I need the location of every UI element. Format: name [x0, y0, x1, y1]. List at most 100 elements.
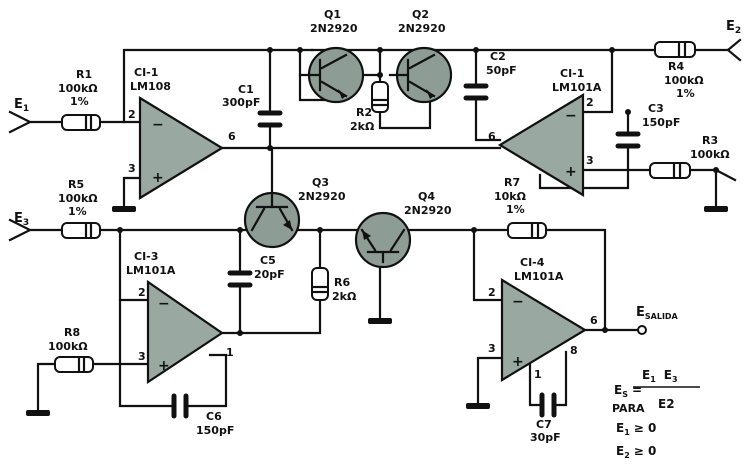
q1-transistor: [298, 46, 365, 104]
svg-text:3: 3: [586, 154, 594, 167]
r7-feedback-wire: [544, 228, 607, 332]
svg-text:20pF: 20pF: [254, 268, 285, 281]
svg-text:E1: E1: [14, 97, 29, 114]
svg-text:100kΩ: 100kΩ: [58, 192, 98, 205]
svg-text:C7: C7: [536, 418, 552, 431]
svg-text:1%: 1%: [68, 205, 87, 218]
svg-text:Q3: Q3: [312, 176, 329, 189]
svg-text:1%: 1%: [506, 203, 525, 216]
svg-text:CI-3: CI-3: [134, 250, 158, 263]
svg-text:3: 3: [488, 342, 496, 355]
svg-text:+: +: [565, 164, 577, 180]
ic4-opamp: − +: [500, 278, 588, 382]
svg-text:300pF: 300pF: [222, 96, 260, 109]
q2-transistor: [388, 46, 453, 104]
svg-text:C6: C6: [206, 410, 222, 423]
output-terminal: [637, 325, 647, 335]
c7-capacitor: [539, 392, 557, 418]
svg-text:100kΩ: 100kΩ: [664, 74, 704, 87]
svg-text:2: 2: [586, 96, 594, 109]
svg-text:C1: C1: [238, 83, 254, 96]
svg-text:E1≥ 0: E1≥ 0: [616, 421, 656, 437]
q3-transistor: [243, 191, 301, 249]
svg-text:R1: R1: [76, 68, 92, 81]
svg-text:E3: E3: [14, 211, 29, 228]
svg-text:100kΩ: 100kΩ: [690, 148, 730, 161]
c2-capacitor: [463, 83, 489, 101]
r5-resistor: [61, 222, 101, 239]
svg-text:+: +: [158, 358, 170, 374]
svg-text:−: −: [158, 296, 170, 312]
r2-resistor: [371, 81, 389, 113]
svg-text:+: +: [512, 354, 524, 370]
svg-text:R3: R3: [702, 134, 718, 147]
ic1b-opamp: − +: [497, 93, 585, 197]
svg-text:Q2: Q2: [412, 8, 429, 21]
e2-wire: [693, 38, 742, 52]
svg-text:1%: 1%: [676, 87, 695, 100]
svg-text:2N2920: 2N2920: [404, 204, 452, 217]
r3-ground-wire: [688, 168, 737, 182]
c7-left-wire: [528, 358, 542, 407]
r4-resistor: [654, 41, 696, 58]
svg-text:3: 3: [138, 350, 146, 363]
svg-text:CI-1: CI-1: [560, 67, 584, 80]
ic4-pin2-wire: [472, 228, 504, 302]
svg-text:C3: C3: [648, 102, 664, 115]
svg-text:R2: R2: [356, 106, 372, 119]
svg-text:Q4: Q4: [418, 190, 435, 203]
svg-text:30pF: 30pF: [530, 431, 561, 444]
svg-text:CI-4: CI-4: [520, 256, 545, 269]
r7-resistor: [507, 222, 547, 239]
ic1a-pin3-ground-wire: [122, 176, 142, 210]
svg-text:2: 2: [138, 286, 146, 299]
c2-bottom-wire: [474, 97, 502, 142]
svg-text:−: −: [565, 108, 577, 124]
svg-text:Q1: Q1: [324, 8, 341, 21]
svg-text:LM108: LM108: [130, 80, 171, 93]
r8-ground-wire: [36, 362, 57, 414]
svg-text:2N2920: 2N2920: [398, 22, 446, 35]
ground-symbols: [26, 206, 728, 416]
svg-text:LM101A: LM101A: [552, 81, 602, 94]
q4-transistor: [354, 211, 412, 269]
svg-text:6: 6: [590, 314, 598, 327]
svg-text:8: 8: [570, 344, 578, 357]
svg-text:100kΩ: 100kΩ: [58, 82, 98, 95]
svg-text:2: 2: [128, 108, 136, 121]
svg-text:R4: R4: [668, 60, 684, 73]
c1-capacitor: [257, 110, 283, 128]
e1-terminal-arrow: [8, 110, 33, 134]
junctions: [117, 47, 719, 336]
e2-arrow: [726, 48, 742, 62]
labels: E1 E2 E3 ESALIDA R1 100kΩ 1% CI-1 LM108 …: [14, 8, 741, 460]
svg-text:ES=: ES=: [614, 383, 642, 399]
svg-text:100kΩ: 100kΩ: [48, 340, 88, 353]
ic1a-opamp: − +: [138, 96, 225, 200]
svg-text:10kΩ: 10kΩ: [494, 190, 527, 203]
c7-right-wire: [554, 350, 568, 407]
svg-text:CI-1: CI-1: [134, 66, 158, 79]
svg-text:2N2920: 2N2920: [310, 22, 358, 35]
svg-text:−: −: [152, 117, 164, 133]
svg-text:150pF: 150pF: [642, 116, 680, 129]
svg-text:1: 1: [226, 346, 234, 359]
svg-text:R8: R8: [64, 326, 80, 339]
svg-text:150pF: 150pF: [196, 424, 234, 437]
svg-text:ESALIDA: ESALIDA: [636, 305, 679, 321]
svg-text:E2: E2: [658, 397, 675, 411]
svg-text:R6: R6: [334, 276, 350, 289]
svg-text:2: 2: [488, 286, 496, 299]
c6-capacitor: [171, 393, 189, 419]
svg-text:1%: 1%: [70, 95, 89, 108]
svg-text:50pF: 50pF: [486, 64, 517, 77]
svg-text:2N2920: 2N2920: [298, 190, 346, 203]
r3-resistor: [649, 162, 691, 179]
svg-text:E2≥ 0: E2≥ 0: [616, 444, 656, 460]
r2-bottom-wire: [378, 93, 432, 130]
svg-text:LM101A: LM101A: [514, 270, 564, 283]
ic3-opamp: − +: [146, 279, 224, 385]
